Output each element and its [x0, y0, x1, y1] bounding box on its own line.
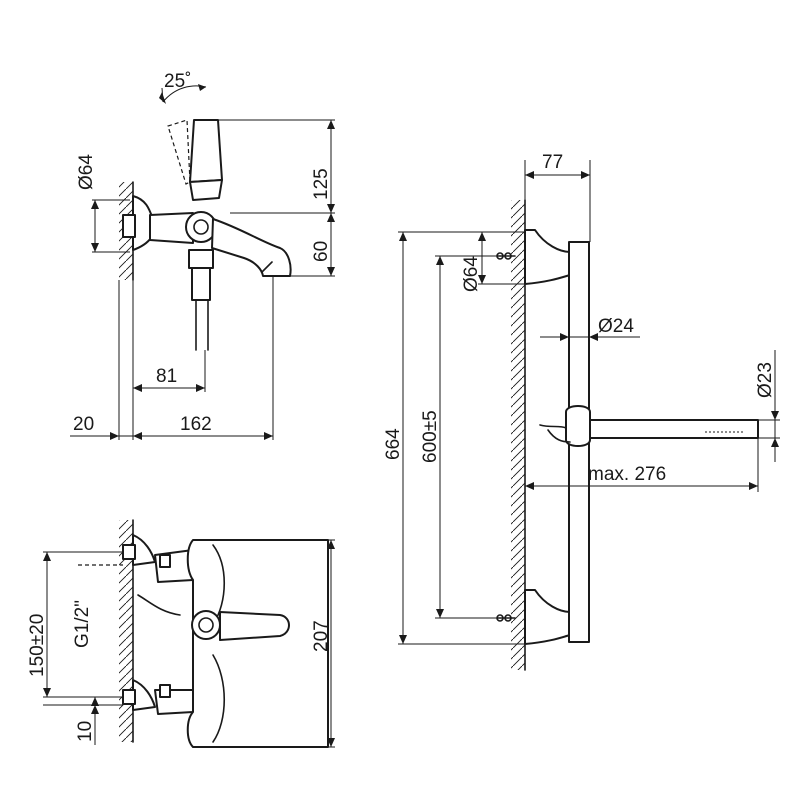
angle-25-label: 25˚: [164, 71, 191, 92]
side-dia-64-label: Ø64: [76, 154, 97, 190]
dim-81-label: 81: [156, 366, 177, 387]
front-wall-hatch: [119, 520, 133, 742]
side-lever-handle: [189, 119, 223, 183]
rail-slider: [565, 405, 591, 447]
hand-shower: [589, 419, 759, 439]
dim-125-label: 125: [311, 168, 332, 200]
dim-600-label: 600±5: [420, 410, 441, 463]
dim-20-label: 20: [73, 414, 94, 435]
dim-664-label: 664: [383, 428, 404, 460]
dim-162-label: 162: [180, 414, 212, 435]
dim-150-label: 150±20: [27, 614, 48, 677]
side-shower-connector: [191, 267, 211, 301]
front-mixer-body: [186, 539, 329, 748]
rail-wall-hatch: [511, 200, 525, 670]
side-mixer-body: [149, 212, 194, 244]
front-lever: [219, 611, 290, 641]
dia-24-label: Ø24: [598, 316, 634, 337]
thread-g12-label: G1/2": [72, 600, 93, 648]
max-276-label: max. 276: [588, 464, 666, 485]
rail-view: 77 Ø64 664 600±5 Ø24 Ø23: [383, 152, 780, 671]
rail-lower-bracket: [524, 589, 571, 645]
dia-23-label: Ø23: [755, 362, 776, 398]
side-spout: [211, 218, 292, 277]
front-upper-inlet: [132, 534, 156, 566]
dim-10-label: 10: [75, 721, 96, 742]
front-knob: [191, 610, 221, 640]
side-view: 25˚ Ø64 125 60 81 20 162: [70, 71, 335, 440]
dim-207-label: 207: [311, 620, 332, 652]
rail-upper-bracket: [524, 229, 571, 285]
rail-dia-64-label: Ø64: [461, 256, 482, 292]
front-lower-inlet: [132, 679, 156, 711]
dim-60-label: 60: [311, 241, 332, 262]
front-view: 207 150±20 G1/2" 10: [27, 519, 335, 748]
side-lever-rotated: [167, 119, 191, 185]
dim-77-label: 77: [542, 152, 563, 173]
